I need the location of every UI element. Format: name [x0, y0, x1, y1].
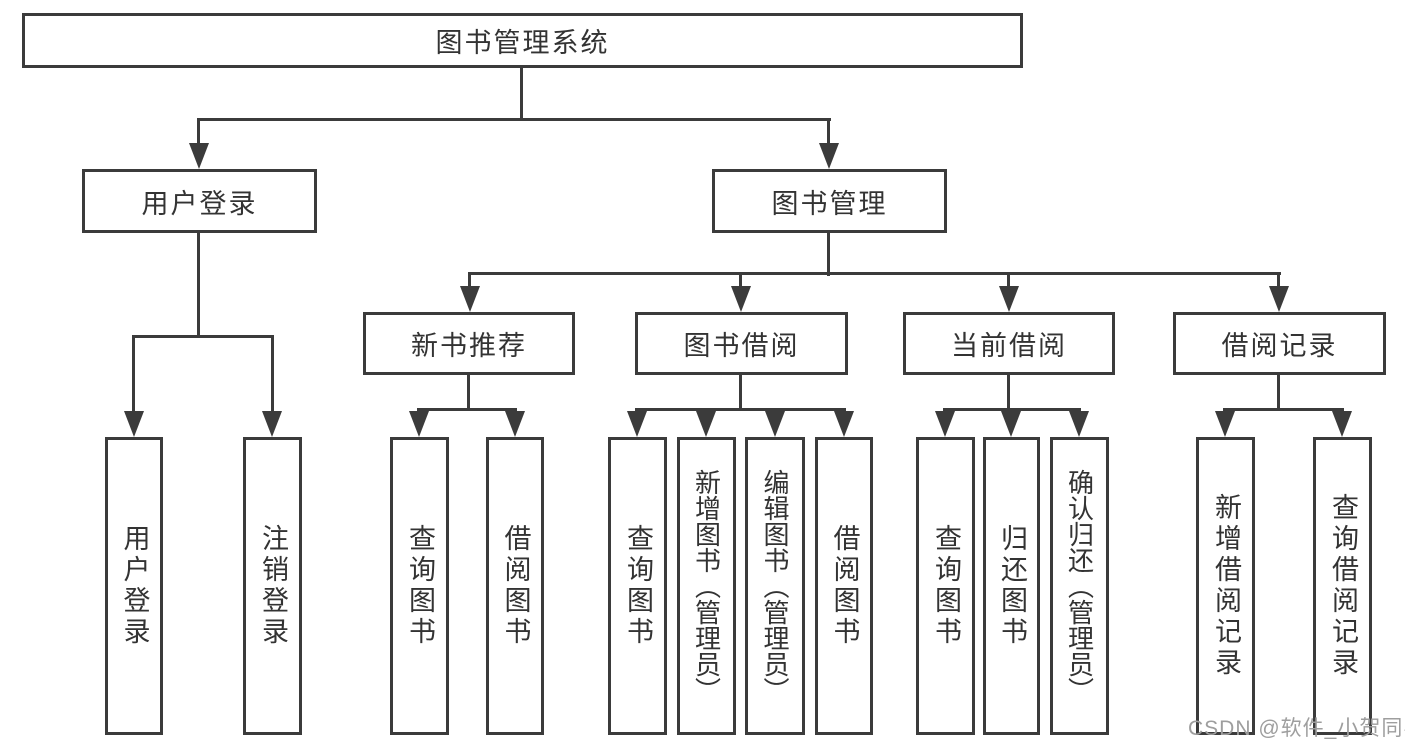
connector-shaft-book-borrowing [739, 272, 742, 289]
node-leaf-nb-query-books-label: 查询图书 [405, 524, 435, 648]
node-leaf-bb-borrow-books-label: 借阅图书 [829, 524, 860, 648]
connector-shaft-user-login [197, 118, 200, 147]
connector-shaft-new-book [468, 272, 471, 289]
connector-borrowing-records-drop [1277, 375, 1280, 411]
arrow-to-current-borrowing [999, 286, 1019, 312]
node-leaf-cb-confirm-return-label: 确认归还（管理员） [1064, 469, 1095, 703]
arrow-to-bb-edit [765, 411, 785, 437]
connector-current-borrowing-drop [1007, 375, 1010, 411]
node-leaf-br-query-record: 查询借阅记录 [1313, 437, 1372, 735]
node-leaf-nb-query-books: 查询图书 [390, 437, 449, 735]
node-leaf-cb-return-books: 归还图书 [983, 437, 1040, 735]
node-root: 图书管理系统 [22, 13, 1023, 68]
connector-user-login-bar [132, 335, 274, 338]
arrow-to-new-book [460, 286, 480, 312]
connector-root-drop [520, 68, 523, 120]
connector-book-borrowing-bar [635, 408, 846, 411]
node-leaf-bb-edit-books: 编辑图书（管理员） [745, 437, 805, 735]
arrow-to-bb-add [696, 411, 716, 437]
node-book-management-label: 图书管理 [771, 188, 888, 219]
arrow-to-leaf-logout [262, 411, 282, 437]
node-leaf-cb-confirm-return: 确认归还（管理员） [1050, 437, 1109, 735]
connector-user-login-drop [197, 233, 200, 338]
node-borrowing-records: 借阅记录 [1173, 312, 1386, 375]
connector-book-management-drop [827, 233, 830, 276]
node-leaf-bb-query-books: 查询图书 [608, 437, 667, 735]
connector-shaft-leaf-logout [271, 335, 274, 415]
connector-shaft-borrowing-records [1277, 272, 1280, 289]
arrow-to-bb-query [627, 411, 647, 437]
node-current-borrowing: 当前借阅 [903, 312, 1115, 375]
arrow-to-nb-borrow [505, 411, 525, 437]
node-leaf-bb-borrow-books: 借阅图书 [815, 437, 873, 735]
arrow-to-user-login [189, 143, 209, 169]
connector-level1-bar [197, 118, 831, 121]
node-leaf-logout: 注销登录 [243, 437, 302, 735]
connector-shaft-leaf-user-login [132, 335, 135, 415]
node-leaf-user-login-label: 用户登录 [119, 524, 150, 648]
node-leaf-br-add-record-label: 新增借阅记录 [1211, 493, 1241, 679]
connector-shaft-current-borrowing [1007, 272, 1010, 289]
connector-new-book-bar [417, 408, 517, 411]
node-leaf-cb-return-books-label: 归还图书 [997, 524, 1027, 648]
arrow-to-cb-confirm [1069, 411, 1089, 437]
node-root-label: 图书管理系统 [435, 28, 610, 58]
node-book-borrowing: 图书借阅 [635, 312, 848, 375]
node-leaf-bb-query-books-label: 查询图书 [623, 524, 653, 648]
node-leaf-bb-add-books: 新增图书（管理员） [677, 437, 736, 735]
arrow-to-book-management [819, 143, 839, 169]
connector-shaft-book-management [827, 118, 830, 147]
node-leaf-br-query-record-label: 查询借阅记录 [1328, 493, 1358, 679]
arrow-to-borrowing-records [1269, 286, 1289, 312]
watermark: CSDN @软件_小贺同学 [1188, 717, 1405, 740]
node-new-book-recommend-label: 新书推荐 [411, 331, 527, 361]
node-borrowing-records-label: 借阅记录 [1221, 331, 1338, 361]
node-leaf-logout-label: 注销登录 [258, 524, 288, 648]
arrow-to-bb-borrow [834, 411, 854, 437]
node-book-management: 图书管理 [712, 169, 947, 233]
node-leaf-cb-query-books-label: 查询图书 [931, 524, 961, 648]
node-new-book-recommend: 新书推荐 [363, 312, 575, 375]
node-leaf-user-login: 用户登录 [105, 437, 163, 735]
node-leaf-bb-add-books-label: 新增图书（管理员） [691, 469, 722, 703]
arrow-to-leaf-user-login [124, 411, 144, 437]
node-leaf-br-add-record: 新增借阅记录 [1196, 437, 1255, 735]
node-leaf-nb-borrow-books: 借阅图书 [486, 437, 544, 735]
arrow-to-cb-return [1001, 411, 1021, 437]
node-leaf-bb-edit-books-label: 编辑图书（管理员） [760, 469, 790, 703]
arrow-to-book-borrowing [731, 286, 751, 312]
node-leaf-cb-query-books: 查询图书 [916, 437, 975, 735]
arrow-to-cb-query [935, 411, 955, 437]
arrow-to-br-add [1215, 411, 1235, 437]
node-user-login: 用户登录 [82, 169, 317, 233]
connector-book-borrowing-drop [739, 375, 742, 411]
connector-new-book-drop [467, 375, 470, 411]
connector-level3-bar [468, 272, 1281, 275]
arrow-to-nb-query [409, 411, 429, 437]
node-book-borrowing-label: 图书借阅 [683, 331, 800, 361]
node-user-login-label: 用户登录 [141, 188, 258, 219]
node-leaf-nb-borrow-books-label: 借阅图书 [500, 524, 531, 648]
connector-borrowing-records-bar [1223, 408, 1344, 411]
node-current-borrowing-label: 当前借阅 [951, 331, 1067, 361]
arrow-to-br-query [1332, 411, 1352, 437]
